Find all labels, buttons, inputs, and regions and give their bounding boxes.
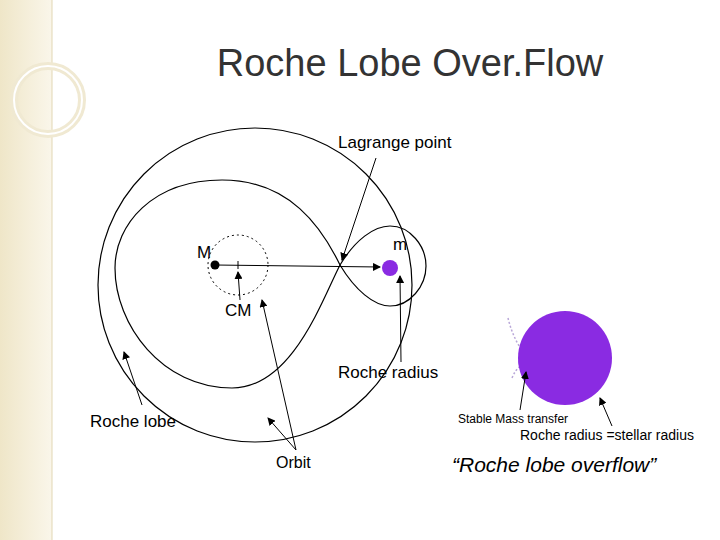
secondary-star xyxy=(382,260,398,276)
radius-note: Roche radius =stellar radius xyxy=(520,428,694,443)
orbit-leader xyxy=(268,418,296,450)
orbit-label: Orbit xyxy=(276,454,311,472)
slide-title: Roche Lobe Over.Flow xyxy=(110,42,710,85)
roche-lobe-secondary xyxy=(340,226,426,306)
radius-label: Roche radius xyxy=(338,364,438,383)
lagrange-leader xyxy=(342,158,376,260)
roche-radius-leader xyxy=(400,276,401,362)
point-label: Lagrange point xyxy=(338,134,451,153)
cm-label: CM xyxy=(225,302,251,321)
band-edge xyxy=(52,0,53,540)
orbit-circle xyxy=(98,128,412,442)
orbit-leader xyxy=(262,300,296,450)
cm-leader xyxy=(238,272,240,300)
mass-label: M xyxy=(197,244,211,263)
primary-star xyxy=(211,261,220,270)
cm-mark xyxy=(238,261,239,269)
transfer-leader xyxy=(520,372,526,410)
roche-lobe-primary xyxy=(115,180,340,388)
mass-label: m xyxy=(393,236,407,255)
roche-lobe-leader xyxy=(124,352,142,405)
separation-line xyxy=(215,265,380,267)
primary-orbit xyxy=(208,235,268,295)
lobe-label: Roche lobe xyxy=(90,413,176,432)
donor-star xyxy=(518,311,612,405)
overflow-caption: “Roche lobe overflow” xyxy=(452,453,656,476)
band-ring-line xyxy=(14,66,82,134)
band-ring xyxy=(14,66,82,134)
radius-leader xyxy=(600,398,612,426)
side-band xyxy=(0,0,52,540)
transfer-label: Stable Mass transfer xyxy=(458,413,568,426)
